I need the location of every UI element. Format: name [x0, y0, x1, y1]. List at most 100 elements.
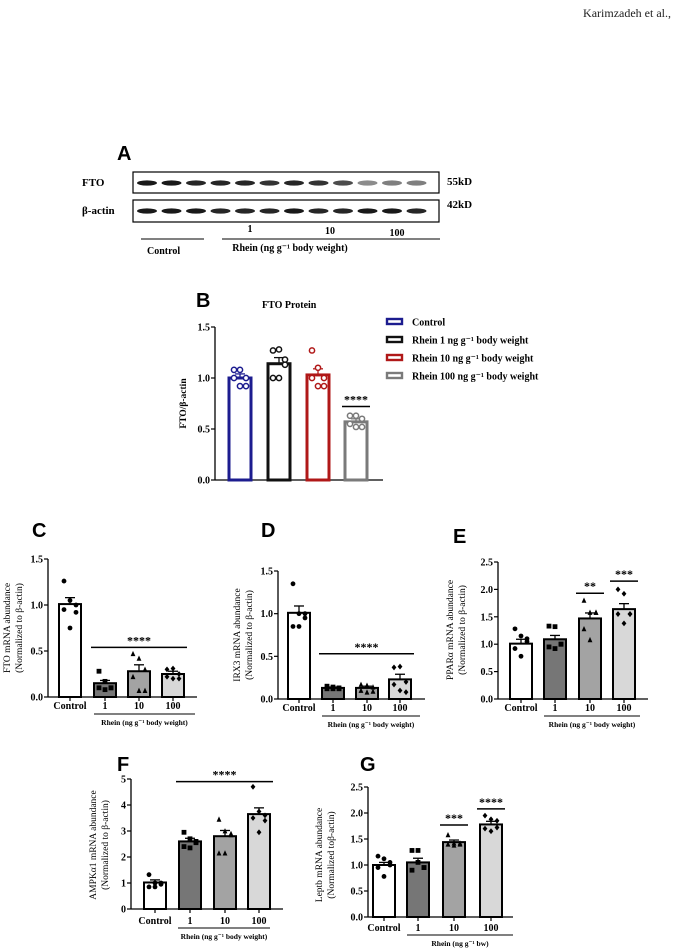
x-tick-label: 1: [188, 916, 193, 927]
group-label: Rhein (ng g⁻¹ body weight): [181, 932, 268, 941]
data-point-square: [421, 865, 427, 870]
y-tick-label: 2: [121, 853, 126, 864]
significance-stars: ****: [213, 768, 237, 782]
significance-stars: ***: [445, 811, 463, 825]
data-point-triangle: [142, 666, 148, 672]
panel-letter-g: G: [360, 754, 376, 776]
significance-stars: ****: [127, 633, 151, 647]
data-point-triangle: [370, 684, 376, 690]
y-tick-label: 1.5: [351, 835, 364, 846]
y-axis-label: (Normalized to β-actin): [457, 585, 468, 675]
y-tick-label: 2.5: [481, 558, 494, 569]
y-tick-label: 5: [121, 775, 126, 786]
data-point-square: [187, 845, 193, 851]
bar-control: [372, 864, 396, 918]
y-axis-label: AMPKα1 mRNA abundance: [89, 790, 99, 899]
data-point-square: [324, 686, 330, 692]
data-point-square: [187, 836, 193, 842]
data-point-square: [552, 624, 558, 630]
y-axis-label: FTO mRNA abundance: [3, 583, 13, 673]
data-point-circle: [387, 862, 393, 868]
y-axis-label: Leptb mRNA abundance: [315, 808, 325, 902]
data-point-open-circle: [230, 366, 238, 374]
blot-band: [308, 180, 329, 186]
data-point-square: [181, 829, 187, 835]
x-tick-label: 10: [362, 703, 372, 714]
size-marker-42kd: 42kD: [447, 199, 472, 211]
blot-band: [382, 180, 402, 186]
data-point-diamond: [256, 829, 262, 836]
y-tick-label: 0.5: [198, 425, 211, 436]
y-tick-label: 1.0: [31, 601, 44, 612]
data-point-diamond: [615, 611, 621, 617]
data-point-circle: [61, 607, 67, 612]
data-point-open-circle: [236, 366, 244, 374]
blot-band: [259, 208, 280, 214]
dose-label-1: 1: [248, 224, 253, 235]
panel-letter-c: C: [32, 520, 46, 542]
data-point-open-circle: [275, 374, 283, 382]
data-point-diamond: [176, 671, 182, 677]
group-label: Rhein (ng g⁻¹ body weight): [549, 720, 636, 729]
blot-band: [382, 208, 402, 214]
data-point-circle: [375, 865, 381, 870]
data-point-square: [96, 685, 102, 691]
data-point-diamond: [250, 783, 256, 790]
blot-band: [161, 208, 182, 214]
data-point-square: [415, 860, 421, 865]
data-point-open-circle: [352, 412, 360, 420]
data-point-open-circle: [314, 364, 322, 372]
y-tick-label: 0.5: [351, 887, 364, 898]
data-point-diamond: [397, 687, 403, 694]
panel-letter-a: A: [117, 143, 131, 165]
data-point-triangle: [136, 655, 142, 661]
y-tick-label: 1.0: [351, 861, 364, 872]
x-tick-label: 10: [449, 923, 459, 934]
data-point-circle: [152, 884, 158, 890]
significance-stars: ****: [355, 640, 379, 654]
blot-band: [284, 180, 304, 186]
size-marker-55kd: 55kD: [447, 176, 472, 188]
y-tick-label: 1: [121, 879, 126, 890]
data-point-diamond: [256, 808, 262, 815]
data-point-triangle: [364, 682, 370, 688]
x-tick-label: 10: [220, 916, 230, 927]
data-point-circle: [158, 880, 164, 886]
data-point-square: [108, 685, 114, 691]
blot-band: [186, 180, 206, 186]
y-tick-label: 1.0: [261, 609, 274, 620]
data-point-circle: [61, 578, 67, 584]
data-point-square: [336, 686, 342, 692]
control-group-label: Control: [147, 246, 180, 257]
data-point-open-circle: [320, 374, 328, 382]
blot-bands: [137, 180, 427, 214]
panel-letter-e: E: [453, 526, 466, 548]
x-tick-label: 100: [484, 923, 499, 934]
data-point-diamond: [627, 611, 633, 617]
blot-band: [357, 180, 378, 186]
x-tick-label: 100: [166, 701, 181, 712]
legend-swatch: [385, 371, 404, 380]
data-point-triangle: [581, 625, 587, 632]
data-point-square: [102, 678, 108, 684]
bar-control: [509, 642, 533, 700]
y-axis-label: (Normalized toβ-actin): [326, 811, 337, 898]
data-point-square: [558, 641, 564, 647]
rhein-group-label: Rhein (ng g⁻¹ body weight): [232, 243, 348, 254]
data-point-circle: [512, 626, 518, 632]
data-point-diamond: [494, 824, 500, 831]
y-tick-label: 0.5: [481, 667, 494, 678]
data-point-triangle: [358, 687, 364, 693]
data-point-triangle: [216, 850, 222, 856]
legend-swatch: [385, 317, 404, 326]
y-tick-label: 1.0: [481, 640, 494, 651]
data-point-circle: [381, 874, 387, 879]
group-label: Rhein (ng g⁻¹ bw): [431, 939, 489, 948]
x-tick-label: 1: [416, 923, 421, 934]
data-point-circle: [146, 884, 152, 890]
y-tick-label: 2.5: [351, 783, 364, 794]
blot-row-label-fto: FTO: [82, 177, 105, 189]
y-tick-label: 4: [121, 801, 126, 812]
data-point-open-circle: [320, 382, 328, 390]
